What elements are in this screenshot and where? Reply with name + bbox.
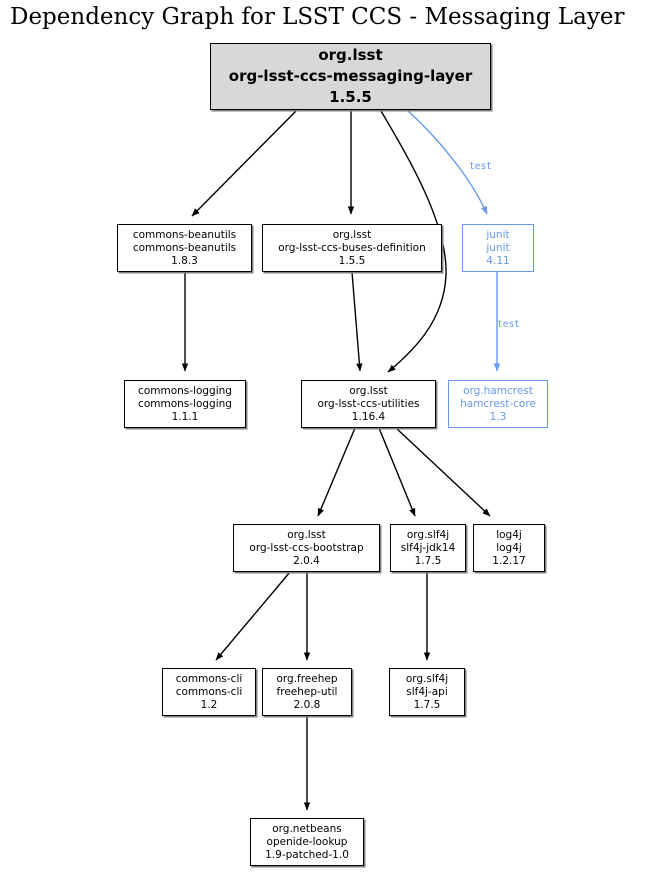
node-version: 1.16.4 <box>351 410 386 423</box>
node-artifact: org-lsst-ccs-bootstrap <box>249 541 364 554</box>
node-commons-beanutils[interactable]: commons-beanutils commons-beanutils 1.8.… <box>117 224 252 272</box>
edge-utilities-to-slf4j-jdk14 <box>378 427 416 517</box>
node-artifact: commons-logging <box>138 397 232 410</box>
node-slf4j-jdk14[interactable]: org.slf4j slf4j-jdk14 1.7.5 <box>390 524 466 572</box>
edge-root-to-beanutils <box>191 110 297 217</box>
node-org-lsst-ccs-bootstrap[interactable]: org.lsst org-lsst-ccs-bootstrap 2.0.4 <box>233 524 380 572</box>
node-commons-cli[interactable]: commons-cli commons-cli 1.2 <box>162 668 256 716</box>
node-org-lsst-ccs-messaging-layer[interactable]: org.lsst org-lsst-ccs-messaging-layer 1.… <box>210 43 491 110</box>
node-freehep-util[interactable]: org.freehep freehep-util 2.0.8 <box>262 668 352 716</box>
node-junit[interactable]: junit junit 4.11 <box>462 224 534 272</box>
node-version: 1.2.17 <box>492 554 526 567</box>
node-version: 1.2 <box>200 698 218 711</box>
node-artifact: org-lsst-ccs-buses-definition <box>278 241 426 254</box>
node-version: 1.3 <box>489 410 507 423</box>
node-version: 1.9-patched-1.0 <box>265 848 349 861</box>
node-commons-logging[interactable]: commons-logging commons-logging 1.1.1 <box>124 380 246 428</box>
node-group: org.slf4j <box>405 672 449 685</box>
node-group: org.lsst <box>332 228 372 241</box>
node-group: org.freehep <box>276 672 338 685</box>
page-title: Dependency Graph for LSST CCS - Messagin… <box>10 4 625 30</box>
node-version: 1.7.5 <box>414 554 442 567</box>
node-version: 1.8.3 <box>171 254 198 267</box>
node-artifact: hamcrest-core <box>460 397 536 410</box>
node-artifact: org-lsst-ccs-utilities <box>317 397 420 410</box>
node-hamcrest-core[interactable]: org.hamcrest hamcrest-core 1.3 <box>448 380 548 428</box>
edge-buses-to-utilities <box>351 271 363 372</box>
node-group: log4j <box>496 528 522 541</box>
edge-root-to-utilities <box>380 110 447 373</box>
node-version: 1.7.5 <box>413 698 441 711</box>
node-artifact: commons-cli <box>175 685 243 698</box>
node-group: org.lsst <box>349 384 388 397</box>
node-artifact: log4j <box>496 541 522 554</box>
edge-bootstrap-to-commons-cli <box>215 571 291 661</box>
edge-label-test-hamcrest: test <box>497 319 520 330</box>
node-artifact: junit <box>486 241 510 254</box>
node-group: org.netbeans <box>272 822 342 835</box>
edge-utilities-to-bootstrap <box>317 427 356 517</box>
node-org-lsst-ccs-buses-definition[interactable]: org.lsst org-lsst-ccs-buses-definition 1… <box>262 224 442 272</box>
node-org-lsst-ccs-utilities[interactable]: org.lsst org-lsst-ccs-utilities 1.16.4 <box>301 380 436 428</box>
node-openide-lookup[interactable]: org.netbeans openide-lookup 1.9-patched-… <box>250 818 364 866</box>
node-group: org.slf4j <box>406 528 450 541</box>
node-slf4j-api[interactable]: org.slf4j slf4j-api 1.7.5 <box>389 668 465 716</box>
node-log4j[interactable]: log4j log4j 1.2.17 <box>473 524 545 572</box>
node-version: 2.0.4 <box>293 554 320 567</box>
node-group: org.lsst <box>287 528 326 541</box>
node-group: commons-logging <box>138 384 232 397</box>
node-version: 4.11 <box>486 254 510 267</box>
node-version: 1.1.1 <box>171 410 199 423</box>
node-version: 2.0.8 <box>293 698 321 711</box>
node-artifact: commons-beanutils <box>132 241 237 254</box>
node-group: commons-cli <box>175 672 243 685</box>
node-version: 1.5.5 <box>329 88 372 106</box>
edge-utilities-to-log4j <box>395 427 491 517</box>
node-group: commons-beanutils <box>132 228 237 241</box>
edge-root-to-junit <box>407 110 488 215</box>
node-group: org.hamcrest <box>463 384 533 397</box>
node-artifact: openide-lookup <box>266 835 348 848</box>
node-version: 1.5.5 <box>338 254 366 267</box>
node-artifact: slf4j-jdk14 <box>400 541 456 554</box>
node-artifact: org-lsst-ccs-messaging-layer <box>228 67 473 85</box>
node-group: junit <box>486 228 510 241</box>
edge-label-test-junit: test <box>469 161 492 172</box>
node-group: org.lsst <box>318 46 383 64</box>
node-artifact: slf4j-api <box>406 685 448 698</box>
node-artifact: freehep-util <box>276 685 338 698</box>
